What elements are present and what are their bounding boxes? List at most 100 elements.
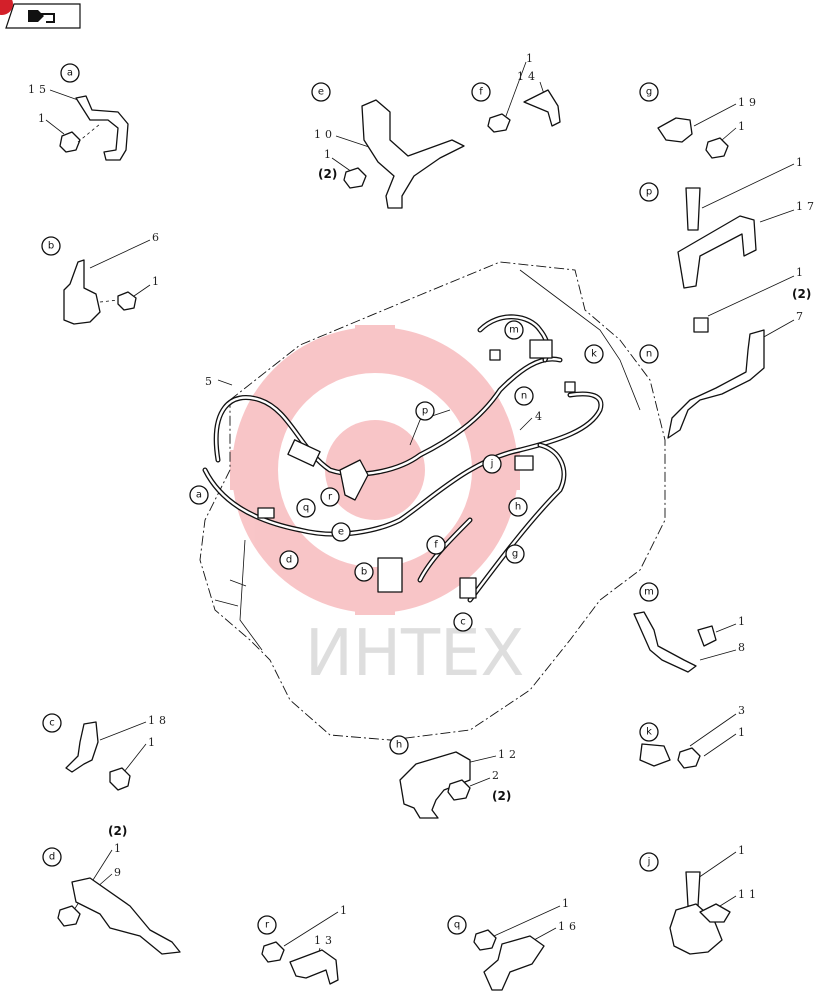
detail-n-letter[interactable]: n <box>639 344 659 364</box>
center-letter-h[interactable]: h <box>508 497 528 517</box>
detail-h-callout-1: 12 <box>498 748 520 761</box>
detail-b-callout-2: 1 <box>152 275 163 288</box>
letter-label: a <box>67 68 73 79</box>
callout-5: 5 <box>205 375 216 388</box>
detail-d-qty: (2) <box>108 824 127 838</box>
detail-m-callout-1: 1 <box>738 615 749 628</box>
center-letter-d[interactable]: d <box>279 550 299 570</box>
letter-label: e <box>318 87 324 98</box>
detail-f-callout-1: 1 <box>526 52 537 65</box>
detail-j-callout-2: 11 <box>738 888 760 901</box>
letter-label: m <box>644 587 654 598</box>
detail-h-qty: (2) <box>492 789 511 803</box>
center-letter-b[interactable]: b <box>354 562 374 582</box>
detail-k-letter[interactable]: k <box>639 722 659 742</box>
letter-label: f <box>434 540 438 551</box>
detail-a-letter[interactable]: a <box>60 63 80 83</box>
letter-label: n <box>646 349 652 360</box>
letter-label: q <box>454 920 460 931</box>
center-letter-r[interactable]: r <box>320 487 340 507</box>
wiring-harness <box>202 314 604 603</box>
detail-j: j 1 11 <box>639 844 760 955</box>
detail-c-letter[interactable]: c <box>42 713 62 733</box>
detail-d: d (2) 1 9 <box>42 824 181 955</box>
detail-n-qty: (2) <box>792 287 811 301</box>
detail-p-letter[interactable]: p <box>639 182 659 202</box>
letter-label: b <box>48 241 54 252</box>
detail-d-callout-1: 1 <box>114 842 125 855</box>
center-letter-n[interactable]: n <box>514 386 534 406</box>
letter-label: b <box>361 567 367 578</box>
detail-p-callout-2: 17 <box>796 200 818 213</box>
letter-label: g <box>646 87 652 98</box>
center-letter-m[interactable]: m <box>504 320 524 340</box>
letter-label: q <box>303 503 309 514</box>
detail-j-letter[interactable]: j <box>639 852 659 872</box>
detail-h: h 12 2 (2) <box>389 735 520 819</box>
center-letter-k[interactable]: k <box>584 344 604 364</box>
detail-q-callout-1: 1 <box>562 897 573 910</box>
center-letter-j[interactable]: j <box>482 454 502 474</box>
center-letter-c[interactable]: c <box>453 612 473 632</box>
back-to-index-button[interactable] <box>5 3 81 29</box>
watermark-text: ИНТЕХ <box>305 617 524 691</box>
detail-k: k 3 1 <box>639 704 749 769</box>
detail-k-callout-2: 1 <box>738 726 749 739</box>
detail-j-callout-1: 1 <box>738 844 749 857</box>
letter-label: r <box>265 920 270 931</box>
center-letter-p[interactable]: p <box>415 401 435 421</box>
detail-d-letter[interactable]: d <box>42 847 62 867</box>
letter-label: c <box>49 718 55 729</box>
detail-m-callout-2: 8 <box>738 641 749 654</box>
callout-4: 4 <box>535 410 546 423</box>
detail-f-letter[interactable]: f <box>471 82 491 102</box>
letter-label: p <box>422 406 428 417</box>
detail-h-callout-2: 2 <box>492 769 503 782</box>
detail-c-callout-1: 18 <box>148 714 170 727</box>
letter-label: j <box>647 857 651 868</box>
detail-g: g 19 1 <box>639 82 760 159</box>
detail-p-callout-1: 1 <box>796 156 807 169</box>
detail-m-letter[interactable]: m <box>639 582 659 602</box>
letter-label: e <box>338 527 344 538</box>
center-letter-g[interactable]: g <box>505 544 525 564</box>
detail-r: r 1 13 <box>257 904 347 985</box>
detail-b-letter[interactable]: b <box>41 236 61 256</box>
letter-label: a <box>196 490 202 501</box>
detail-a-callout-1: 15 <box>28 83 50 96</box>
detail-e-callout-2: 1 <box>324 148 335 161</box>
detail-g-callout-1: 19 <box>738 96 760 109</box>
detail-f-callout-2: 14 <box>517 70 539 83</box>
letter-label: h <box>396 740 402 751</box>
letter-label: m <box>509 325 519 336</box>
detail-m: m 1 8 <box>633 582 749 673</box>
center-letter-e[interactable]: e <box>331 522 351 542</box>
detail-p: p 1 17 <box>639 156 818 289</box>
detail-g-letter[interactable]: g <box>639 82 659 102</box>
letter-label: c <box>460 617 466 628</box>
status-badge <box>0 0 13 15</box>
engine-outline <box>199 261 666 741</box>
detail-q-letter[interactable]: q <box>447 915 467 935</box>
detail-f: f 1 14 <box>471 52 561 133</box>
detail-e-letter[interactable]: e <box>311 82 331 102</box>
detail-r-letter[interactable]: r <box>257 915 277 935</box>
detail-n-callout-2: 7 <box>796 310 807 323</box>
detail-h-letter[interactable]: h <box>389 735 409 755</box>
center-letter-q[interactable]: q <box>296 498 316 518</box>
letter-label: j <box>490 459 494 470</box>
detail-q-callout-2: 16 <box>558 920 580 933</box>
detail-e: e 10 1 (2) <box>311 82 465 209</box>
letter-label: d <box>286 555 292 566</box>
letter-label: h <box>515 502 521 513</box>
watermark-logo <box>230 325 520 615</box>
detail-g-callout-2: 1 <box>738 120 749 133</box>
detail-r-callout-2: 13 <box>314 934 336 947</box>
book-arrow-icon <box>28 10 55 23</box>
center-letter-a[interactable]: a <box>189 485 209 505</box>
letter-label: d <box>49 852 55 863</box>
detail-n-callout-1: 1 <box>796 266 807 279</box>
detail-n: n 1 (2) 7 <box>639 266 811 439</box>
detail-a: a 15 1 <box>28 63 129 161</box>
center-letter-f[interactable]: f <box>426 535 446 555</box>
